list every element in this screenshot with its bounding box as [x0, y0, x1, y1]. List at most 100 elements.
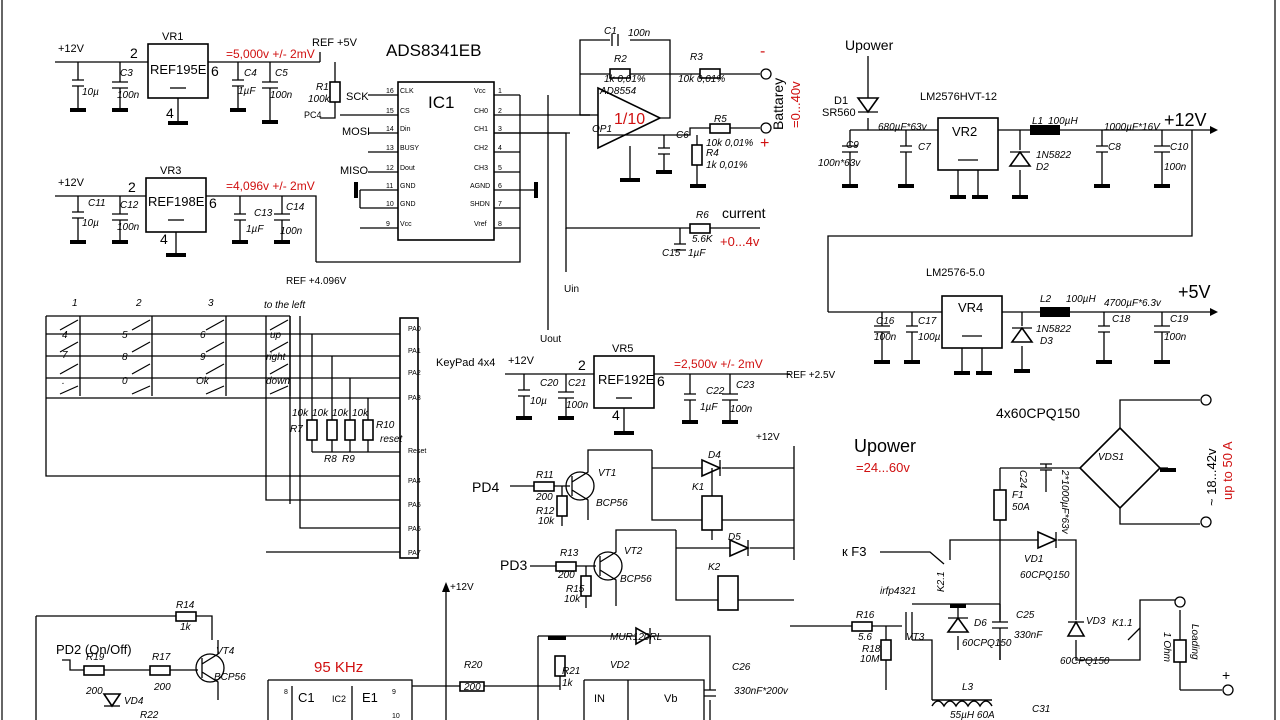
svg-text:E1: E1: [362, 690, 378, 705]
svg-text:PD2 (On/Off): PD2 (On/Off): [56, 642, 132, 657]
svg-text:Loading: Loading: [1189, 624, 1200, 660]
svg-text:up to 50 A: up to 50 A: [1220, 441, 1235, 500]
svg-text:C6: C6: [676, 130, 689, 141]
svg-text:R17: R17: [152, 652, 171, 663]
svg-text:R15: R15: [566, 584, 585, 595]
svg-text:R4: R4: [706, 148, 719, 159]
svg-text:current: current: [722, 205, 766, 221]
svg-text:100n: 100n: [117, 90, 140, 101]
svg-text:15: 15: [386, 108, 394, 115]
svg-text:C25: C25: [1016, 610, 1035, 621]
vr2-regulator: [937, 117, 999, 171]
vr5-block: +12V VR5 REF192E 26 4 =2,500v +/- 2mV RE…: [505, 343, 836, 435]
ic1-chip: [397, 81, 495, 241]
svg-text:SHDN: SHDN: [470, 201, 490, 208]
svg-text:4: 4: [160, 231, 168, 247]
svg-text:6: 6: [657, 373, 665, 389]
svg-text:14: 14: [386, 126, 394, 133]
svg-text:10k: 10k: [564, 594, 581, 605]
svg-text:PD3: PD3: [500, 557, 527, 573]
svg-text:4700µF*6.3v: 4700µF*6.3v: [1104, 298, 1162, 309]
svg-text:VT4: VT4: [216, 646, 235, 657]
keypad-block: 1 2 3 to the left 4 5 6 up 7 8 9 right .…: [45, 298, 495, 559]
svg-text:Vref: Vref: [474, 221, 487, 228]
svg-text:5: 5: [122, 330, 128, 341]
svg-text:12: 12: [386, 165, 394, 172]
svg-text:BUSY: BUSY: [400, 145, 419, 152]
svg-text:10µ: 10µ: [82, 87, 99, 98]
svg-text:+0...4v: +0...4v: [720, 234, 760, 249]
svg-text:C11: C11: [88, 198, 106, 209]
svg-text:9: 9: [386, 221, 390, 228]
svg-text:R9: R9: [342, 454, 355, 465]
svg-text:100n: 100n: [1164, 162, 1187, 173]
svg-text:PA3: PA3: [408, 395, 421, 402]
svg-text:SCK: SCK: [346, 91, 369, 103]
svg-text:Upower: Upower: [854, 436, 916, 456]
svg-text:4x60CPQ150: 4x60CPQ150: [996, 405, 1080, 421]
svg-text:PD4: PD4: [472, 479, 499, 495]
svg-text:1k 0,01%: 1k 0,01%: [706, 160, 748, 171]
svg-text:11: 11: [386, 183, 393, 190]
svg-text:D2: D2: [1036, 162, 1049, 173]
svg-text:Reset: Reset: [408, 448, 426, 455]
svg-text:VD4: VD4: [124, 696, 144, 707]
svg-text:=24...60v: =24...60v: [856, 460, 910, 475]
svg-text:60CPQ150: 60CPQ150: [1020, 570, 1070, 581]
svg-text:down: down: [266, 376, 290, 387]
svg-text:100n: 100n: [1164, 332, 1187, 343]
svg-text:AD8554: AD8554: [599, 86, 637, 97]
svg-text:1N5822: 1N5822: [1036, 150, 1071, 161]
svg-text:R14: R14: [176, 600, 195, 611]
svg-text:R22: R22: [140, 710, 159, 720]
svg-text:PA0: PA0: [408, 326, 421, 333]
svg-text:CH3: CH3: [474, 165, 488, 172]
svg-text:4: 4: [62, 330, 68, 341]
svg-text:2: 2: [498, 108, 502, 115]
svg-text:OP1: OP1: [592, 124, 612, 135]
svg-text:6: 6: [498, 183, 502, 190]
svg-text:KeyPad 4x4: KeyPad 4x4: [436, 357, 495, 369]
svg-text:100n: 100n: [874, 332, 897, 343]
svg-text:2: 2: [135, 298, 142, 309]
svg-text:1 Ohm: 1 Ohm: [1161, 632, 1172, 662]
svg-text:IN: IN: [594, 693, 605, 705]
svg-text:R12: R12: [536, 506, 555, 517]
svg-text:.: .: [62, 376, 65, 387]
svg-text:5.6K: 5.6K: [692, 234, 714, 245]
svg-text:R10: R10: [376, 420, 395, 431]
svg-text:REF192E: REF192E: [598, 372, 655, 387]
svg-text:330nF: 330nF: [1014, 630, 1043, 641]
svg-text:50A: 50A: [1012, 502, 1030, 513]
svg-text:1µF: 1µF: [700, 402, 718, 413]
svg-text:C20: C20: [540, 378, 559, 389]
svg-text:330nF*200v: 330nF*200v: [734, 686, 789, 697]
svg-text:K2.1: K2.1: [936, 571, 947, 592]
svg-text:R5: R5: [714, 114, 727, 125]
svg-text:5.6: 5.6: [858, 632, 872, 643]
svg-text:R21: R21: [562, 666, 580, 677]
svg-text:PA6: PA6: [408, 526, 421, 533]
svg-text:C15: C15: [662, 248, 681, 259]
svg-text:=5,000v +/- 2mV: =5,000v +/- 2mV: [226, 47, 315, 61]
svg-text:D3: D3: [1040, 336, 1053, 347]
svg-text:+12V: +12V: [58, 177, 85, 189]
svg-text:CH1: CH1: [474, 126, 488, 133]
svg-text:L1: L1: [1032, 116, 1043, 127]
svg-text:55µH 60A: 55µH 60A: [950, 710, 995, 720]
svg-text:REF198E: REF198E: [148, 194, 205, 209]
svg-text:C1: C1: [604, 26, 617, 37]
svg-text:AGND: AGND: [470, 183, 490, 190]
vr3-regulator: [145, 177, 207, 233]
svg-text:C9: C9: [846, 140, 859, 151]
svg-text:C7: C7: [918, 142, 931, 153]
svg-text:2*1000µF*63v: 2*1000µF*63v: [1059, 469, 1070, 535]
svg-text:C12: C12: [120, 200, 139, 211]
svg-text:Ok: Ok: [196, 376, 210, 387]
svg-text:1µF: 1µF: [688, 248, 706, 259]
svg-text:C24: C24: [1017, 470, 1028, 489]
svg-text:VD1: VD1: [1024, 554, 1043, 565]
